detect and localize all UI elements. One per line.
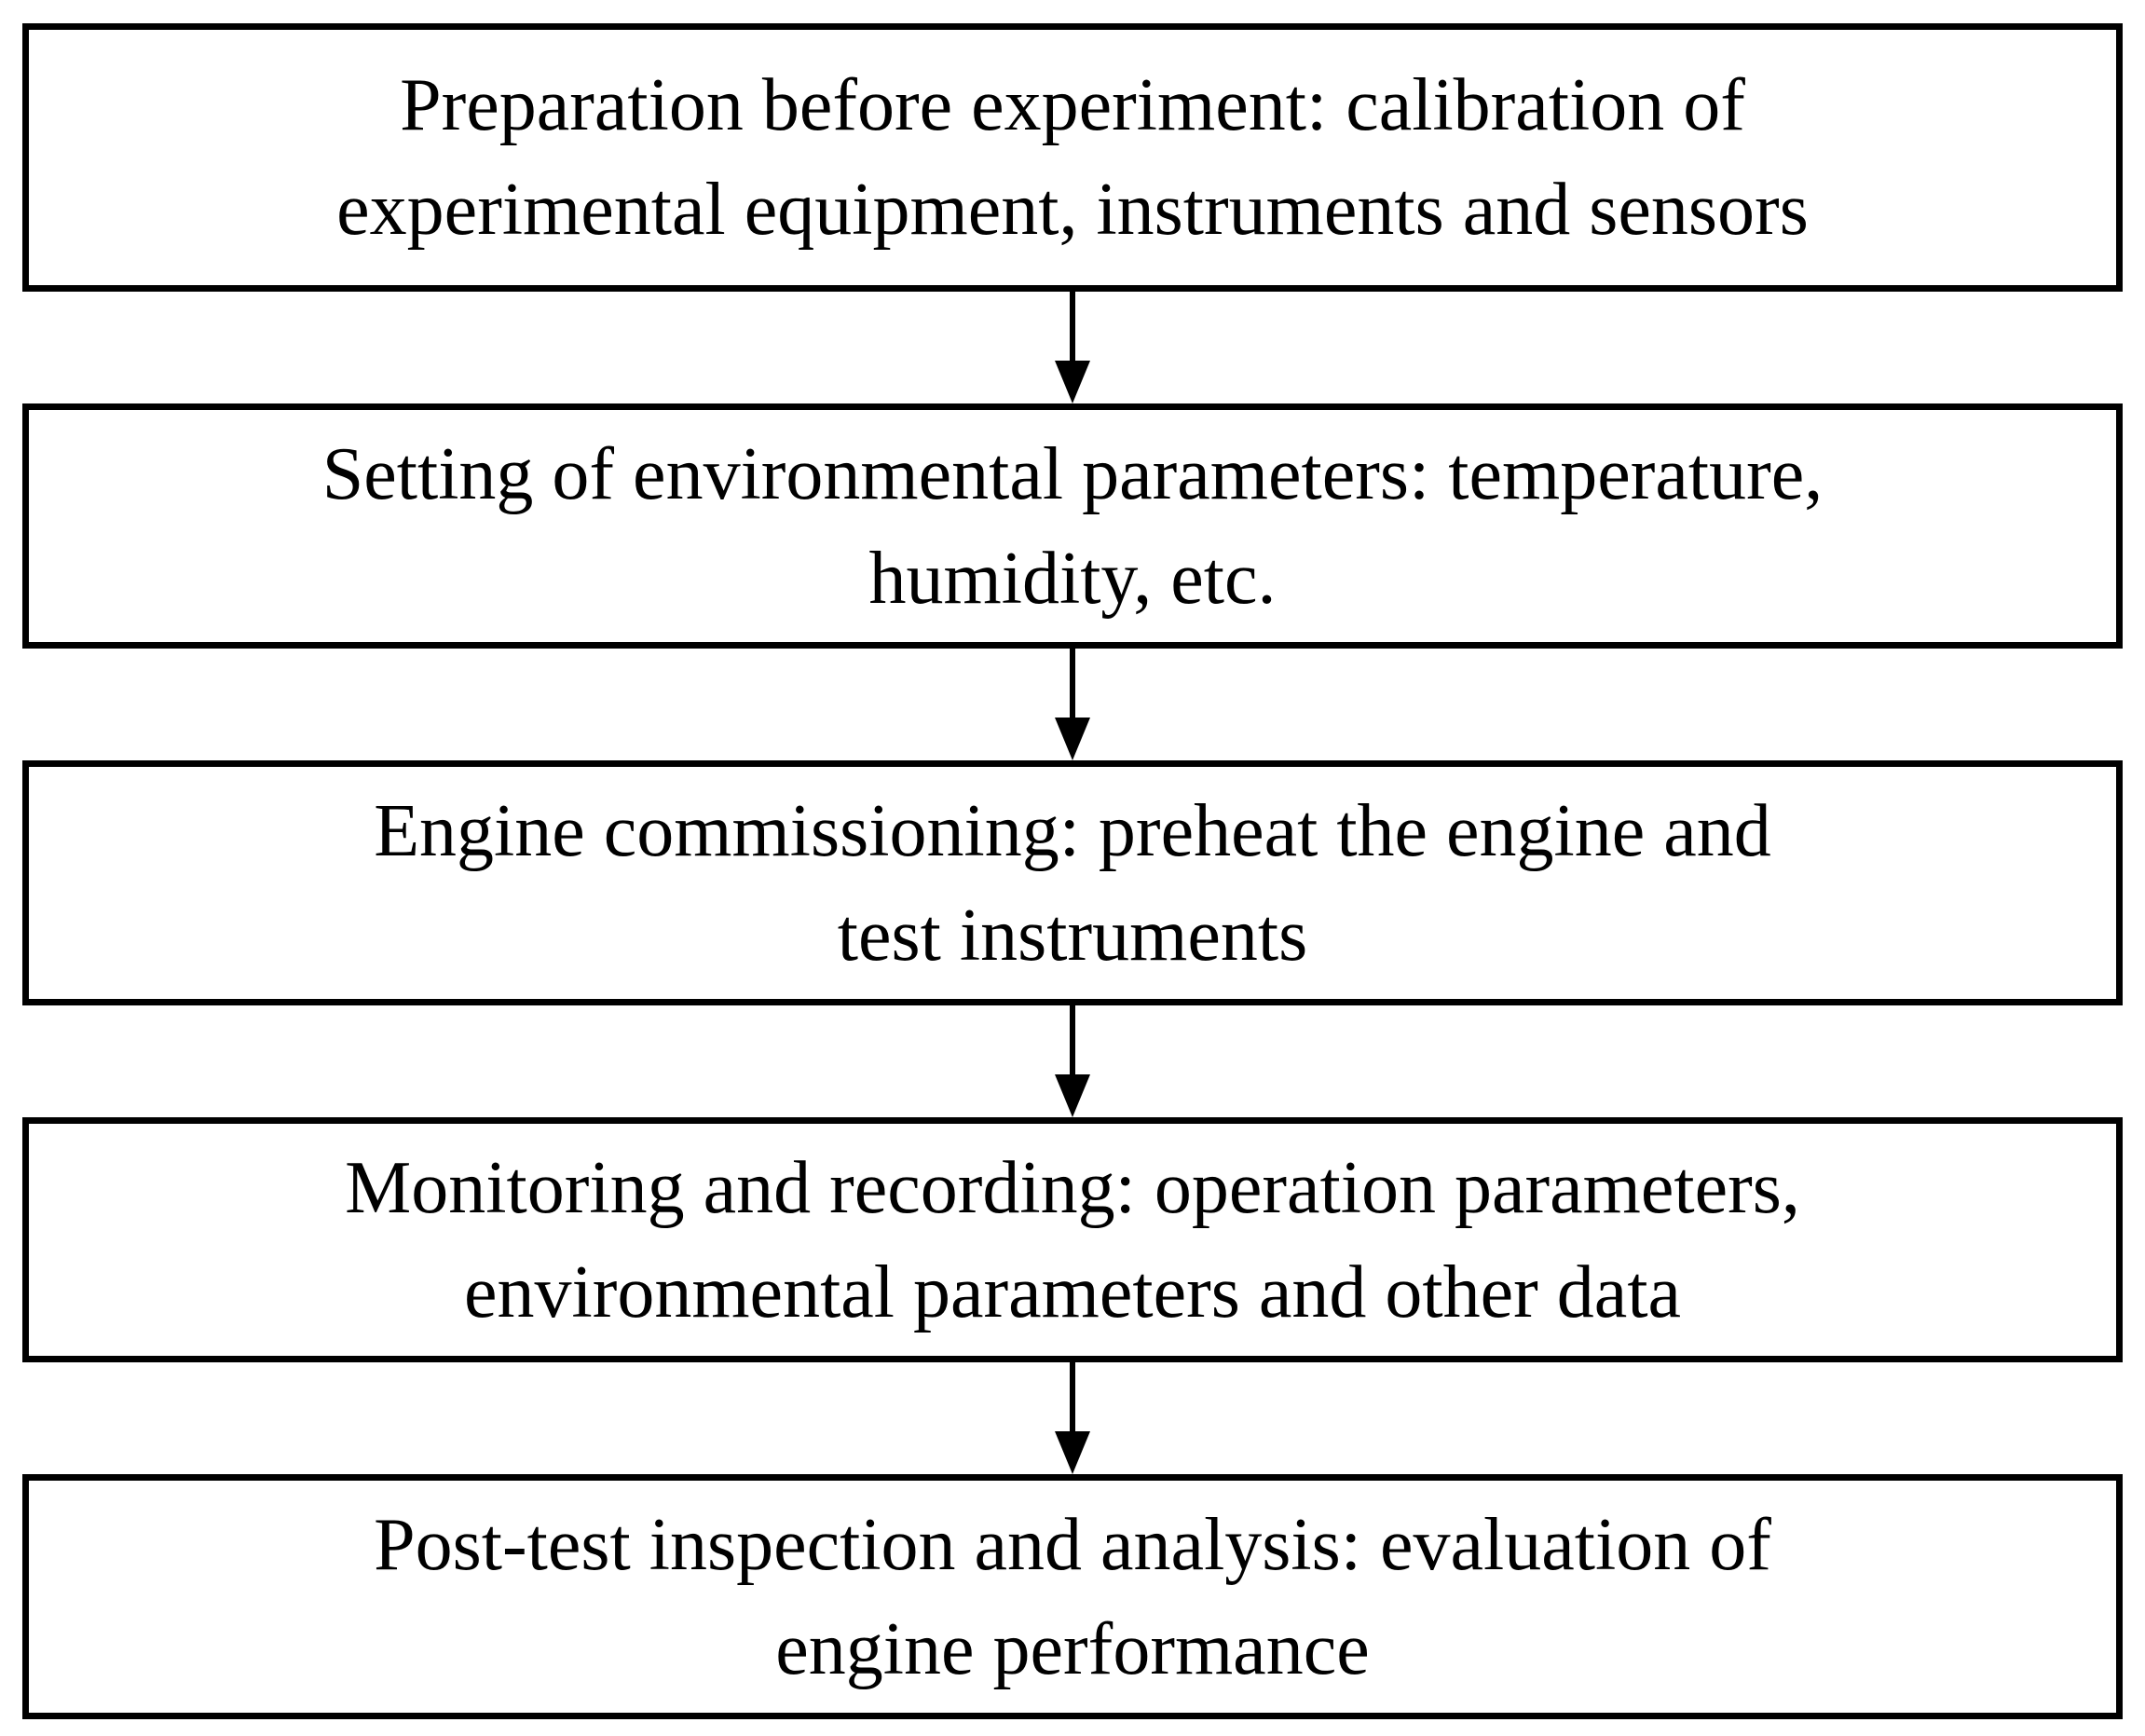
step-text-line: test instruments — [837, 894, 1308, 977]
step-text-line: Post-test inspection and analysis: evalu… — [374, 1503, 1771, 1586]
step-text-line: Setting of environmental parameters: tem… — [321, 432, 1824, 515]
arrow-down-icon — [1055, 718, 1090, 760]
arrow-down-icon — [1055, 361, 1090, 403]
step-box-monitoring-recording: Monitoring and recording: operation para… — [22, 1117, 2123, 1362]
arrow-down-icon — [1055, 1074, 1090, 1117]
flow-connector-1 — [22, 292, 2123, 403]
arrow-stem — [1070, 649, 1075, 719]
arrow-stem — [1070, 292, 1075, 362]
flow-connector-3 — [22, 1005, 2123, 1117]
arrow-down-icon — [1055, 1431, 1090, 1474]
arrow-stem — [1070, 1362, 1075, 1433]
step-text-line: Engine commissioning: preheat the engine… — [374, 789, 1771, 872]
step-text-line: environmental parameters and other data — [463, 1251, 1682, 1333]
arrow-stem — [1070, 1005, 1075, 1076]
step-text-line: engine performance — [775, 1607, 1370, 1690]
step-box-engine-commissioning: Engine commissioning: preheat the engine… — [22, 760, 2123, 1005]
step-text-line: Monitoring and recording: operation para… — [345, 1146, 1800, 1229]
step-text-line: Preparation before experiment: calibrati… — [400, 64, 1745, 146]
step-text-line: humidity, etc. — [868, 537, 1277, 620]
flow-connector-2 — [22, 649, 2123, 760]
step-box-preparation: Preparation before experiment: calibrati… — [22, 23, 2123, 292]
step-box-post-test-analysis: Post-test inspection and analysis: evalu… — [22, 1474, 2123, 1719]
step-box-environment-settings: Setting of environmental parameters: tem… — [22, 403, 2123, 649]
flow-connector-4 — [22, 1362, 2123, 1474]
step-text-line: experimental equipment, instruments and … — [336, 169, 1809, 251]
